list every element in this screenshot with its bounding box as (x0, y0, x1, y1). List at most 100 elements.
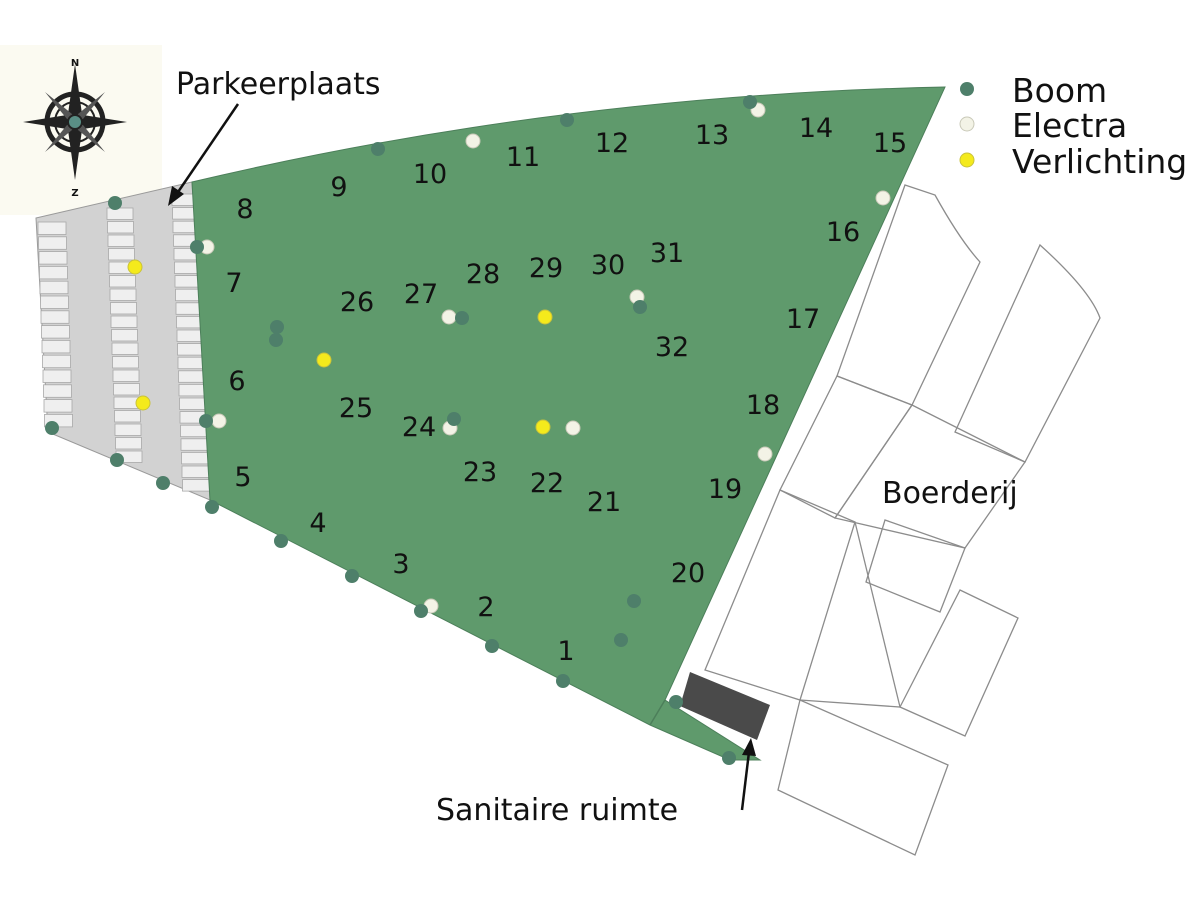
boom-icon (614, 633, 628, 647)
pitch-number: 24 (402, 412, 436, 443)
boom-icon (485, 639, 499, 653)
electra-icon (757, 446, 773, 462)
parking-area (35, 181, 211, 501)
parking-arrow (168, 103, 240, 206)
pitch-number: 26 (340, 287, 374, 318)
boom-icon (205, 500, 219, 514)
boom-icon (371, 142, 385, 156)
farm-building (954, 243, 1101, 463)
parking-spot (112, 369, 140, 382)
parking-spot (181, 465, 211, 478)
farm-outline (799, 521, 901, 708)
parking-spot (43, 399, 73, 413)
parking-spot (38, 236, 67, 250)
boom-icon (627, 594, 641, 608)
compass-rose-icon: N Z (23, 58, 127, 199)
markers (45, 95, 891, 765)
parking-spot (38, 251, 68, 265)
verlichting-icon (537, 309, 553, 325)
farm-label: Boerderij (882, 476, 1018, 511)
farm-building (865, 519, 966, 613)
parking-spot (110, 315, 138, 328)
compass-south-label: Z (71, 188, 78, 199)
verlichting-icon (535, 419, 551, 435)
boom-icon (743, 95, 757, 109)
sanitary-label: Sanitaire ruimte (436, 793, 678, 828)
parking-spot (39, 280, 69, 295)
boom-icon (455, 311, 469, 325)
farm-buildings (704, 184, 1101, 856)
verlichting-icon (959, 152, 975, 168)
parking-spot (181, 451, 210, 465)
legend: Boom Electra Verlichting (959, 71, 1187, 181)
parking-label: Parkeerplaats (176, 67, 381, 102)
legend-item-verlichting: Verlichting (959, 142, 1187, 181)
electra-icon (959, 116, 975, 132)
pitch-number: 11 (506, 142, 540, 173)
parking-spot (43, 384, 72, 398)
verlichting-icon (135, 395, 151, 411)
parking-spot (109, 275, 136, 288)
boom-icon (156, 476, 170, 490)
sanitary-block (680, 672, 770, 740)
parking-spot (39, 265, 68, 280)
boom-icon (560, 113, 574, 127)
pitch-number: 5 (234, 462, 251, 493)
electra-icon (875, 190, 891, 206)
pitch-number: 22 (530, 468, 564, 499)
pitch-number: 30 (591, 250, 625, 281)
legend-label-verlichting: Verlichting (1012, 142, 1187, 181)
boom-icon (722, 751, 736, 765)
parking-spot (109, 288, 137, 301)
boom-icon (270, 320, 284, 334)
pitch-number: 19 (708, 474, 742, 505)
pitch-number: 16 (826, 217, 860, 248)
parking-spot (178, 383, 208, 397)
parking-spot (112, 356, 139, 369)
field-divider (649, 699, 666, 726)
parking-spot (113, 383, 140, 396)
compass-north-label: N (71, 58, 79, 69)
parking-spot (111, 342, 139, 355)
pitch-number: 6 (228, 366, 245, 397)
parking-spot (42, 369, 72, 383)
electra-icon (565, 420, 581, 436)
pitch-number: 10 (413, 159, 447, 190)
pitch-number: 9 (330, 172, 347, 203)
parking-spot (179, 397, 208, 410)
pitch-number: 13 (695, 120, 729, 151)
pitch-number: 14 (799, 113, 833, 144)
pitch-number: 1 (557, 636, 574, 667)
parking-spot (115, 437, 142, 450)
boom-icon (556, 674, 570, 688)
boom-icon (45, 421, 59, 435)
legend-label-electra: Electra (1012, 106, 1127, 145)
parking-spot (40, 295, 69, 309)
parking-spot (107, 234, 135, 247)
legend-item-boom: Boom (960, 71, 1107, 110)
parking-spot (106, 207, 134, 220)
boom-icon (633, 300, 647, 314)
parking-spot (108, 248, 135, 261)
parking-spot (182, 479, 211, 492)
parking-spot (111, 329, 138, 342)
parking-spot (41, 325, 70, 339)
electra-icon (441, 309, 457, 325)
verlichting-icon (316, 352, 332, 368)
pitch-number: 31 (650, 238, 684, 269)
parking-spot (40, 310, 70, 324)
pitch-number: 20 (671, 558, 705, 589)
pitch-number: 4 (309, 508, 326, 539)
pitch-number: 3 (392, 549, 409, 580)
pitch-number: 25 (339, 393, 373, 424)
boom-icon (669, 695, 683, 709)
pitch-number: 29 (529, 253, 563, 284)
parking-spot (41, 339, 71, 354)
pitch-number: 23 (463, 457, 497, 488)
parking-spot (110, 302, 137, 315)
pitch-number: 12 (595, 128, 629, 159)
pitch-number: 28 (466, 259, 500, 290)
electra-icon (465, 133, 481, 149)
